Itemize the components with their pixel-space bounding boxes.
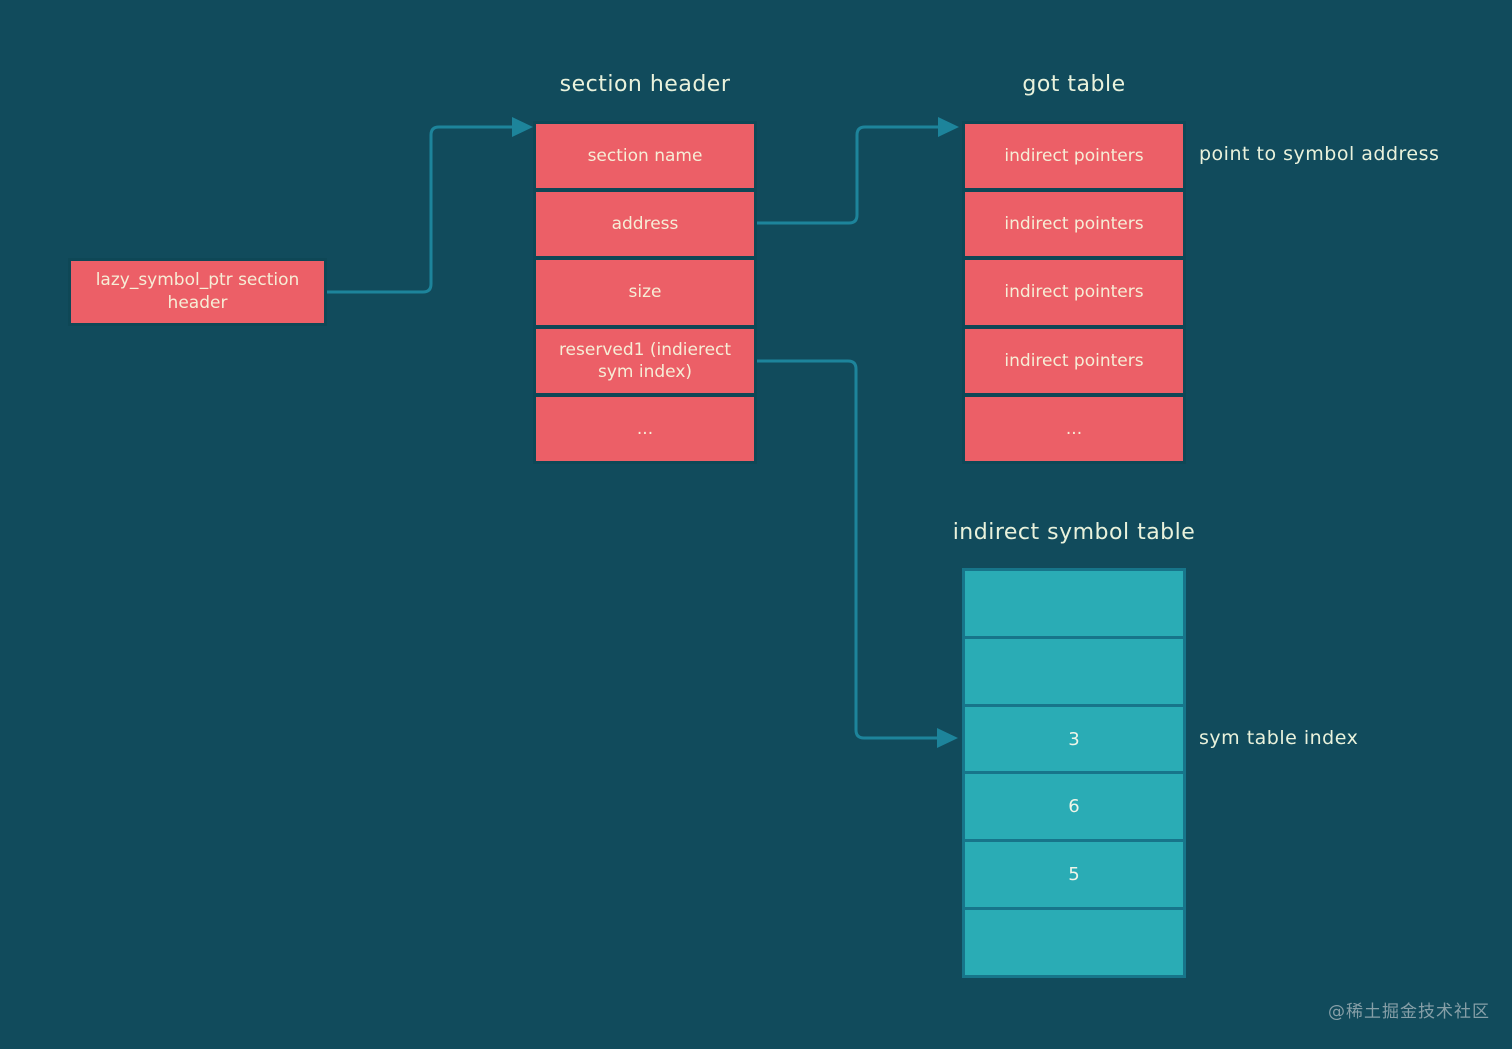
table-row: indirect pointers (965, 192, 1183, 257)
indirect-symbol-table: 3 6 5 (962, 568, 1186, 978)
table-row: 5 (965, 842, 1183, 908)
arrow-reserved-to-indirect-symbol-table (755, 359, 941, 740)
table-row: reserved1 (indierect sym index) (536, 328, 754, 393)
table-row (965, 638, 1183, 704)
arrowhead-icon (512, 117, 533, 137)
arrowhead-icon (937, 728, 958, 748)
table-row: 6 (965, 774, 1183, 840)
got-table: indirect pointers indirect pointers indi… (962, 121, 1186, 464)
lazy-symbol-ptr-box: lazy_symbol_ptr section header (68, 258, 327, 326)
table-row: indirect pointers (965, 260, 1183, 325)
arrow-leftbox-to-section-header (325, 125, 516, 294)
table-row: indirect pointers (965, 124, 1183, 189)
lazy-symbol-ptr-label: lazy_symbol_ptr section header (95, 270, 300, 313)
table-row: ... (536, 396, 754, 462)
arrowhead-icon (938, 117, 959, 137)
table-row: section name (536, 124, 754, 189)
table-row: address (536, 192, 754, 257)
watermark: @稀土掘金技术社区 (1328, 1002, 1490, 1022)
arrow-address-to-got-table (755, 125, 942, 225)
sym-table-index-label: sym table index (1199, 727, 1359, 749)
table-row: indirect pointers (965, 328, 1183, 393)
table-row: 3 (965, 706, 1183, 772)
got-table-title: got table (1022, 72, 1126, 97)
table-row (965, 910, 1183, 975)
table-row (965, 571, 1183, 636)
table-row: size (536, 260, 754, 325)
section-header-table: section name address size reserved1 (ind… (533, 121, 757, 464)
point-to-symbol-address-label: point to symbol address (1199, 143, 1440, 165)
table-row: ... (965, 396, 1183, 462)
section-header-title: section header (559, 72, 731, 97)
indirect-symbol-table-title: indirect symbol table (952, 520, 1196, 545)
